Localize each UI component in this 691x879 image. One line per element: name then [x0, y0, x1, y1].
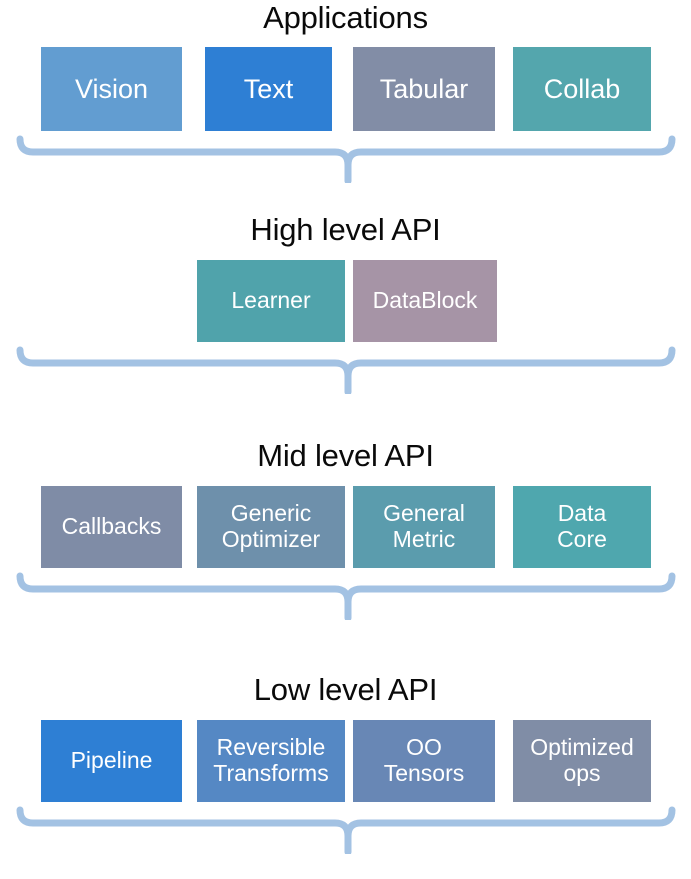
section-applications: Applications Vision Text Tabular Collab — [0, 0, 691, 183]
brace-low-level-api — [0, 802, 691, 854]
node-row-low-level-api: Pipeline Reversible Transforms OO Tensor… — [0, 720, 691, 802]
node-collab[interactable]: Collab — [513, 47, 651, 131]
node-tabular[interactable]: Tabular — [353, 47, 495, 131]
section-high-level-api: High level API Learner DataBlock — [0, 212, 691, 394]
node-pipeline[interactable]: Pipeline — [41, 720, 182, 802]
node-oo-tensors[interactable]: OO Tensors — [353, 720, 495, 802]
brace-high-level-api — [0, 342, 691, 394]
node-datablock[interactable]: DataBlock — [353, 260, 497, 342]
section-heading-low-level-api: Low level API — [253, 672, 438, 707]
section-low-level-api: Low level API Pipeline Reversible Transf… — [0, 672, 691, 854]
node-callbacks[interactable]: Callbacks — [41, 486, 182, 568]
node-text[interactable]: Text — [205, 47, 332, 131]
brace-mid-level-api — [0, 568, 691, 620]
section-heading-mid-level-api: Mid level API — [257, 438, 434, 473]
node-generic-optimizer[interactable]: Generic Optimizer — [197, 486, 345, 568]
node-vision[interactable]: Vision — [41, 47, 182, 131]
section-heading-high-level-api: High level API — [250, 212, 441, 247]
node-optimized-ops[interactable]: Optimized ops — [513, 720, 651, 802]
brace-applications — [0, 131, 691, 183]
node-row-mid-level-api: Callbacks Generic Optimizer General Metr… — [0, 486, 691, 568]
node-learner[interactable]: Learner — [197, 260, 345, 342]
node-general-metric[interactable]: General Metric — [353, 486, 495, 568]
node-reversible-transforms[interactable]: Reversible Transforms — [197, 720, 345, 802]
section-heading-applications: Applications — [263, 0, 428, 35]
node-row-applications: Vision Text Tabular Collab — [0, 47, 691, 131]
node-row-high-level-api: Learner DataBlock — [0, 260, 691, 342]
section-mid-level-api: Mid level API Callbacks Generic Optimize… — [0, 438, 691, 620]
node-data-core[interactable]: Data Core — [513, 486, 651, 568]
